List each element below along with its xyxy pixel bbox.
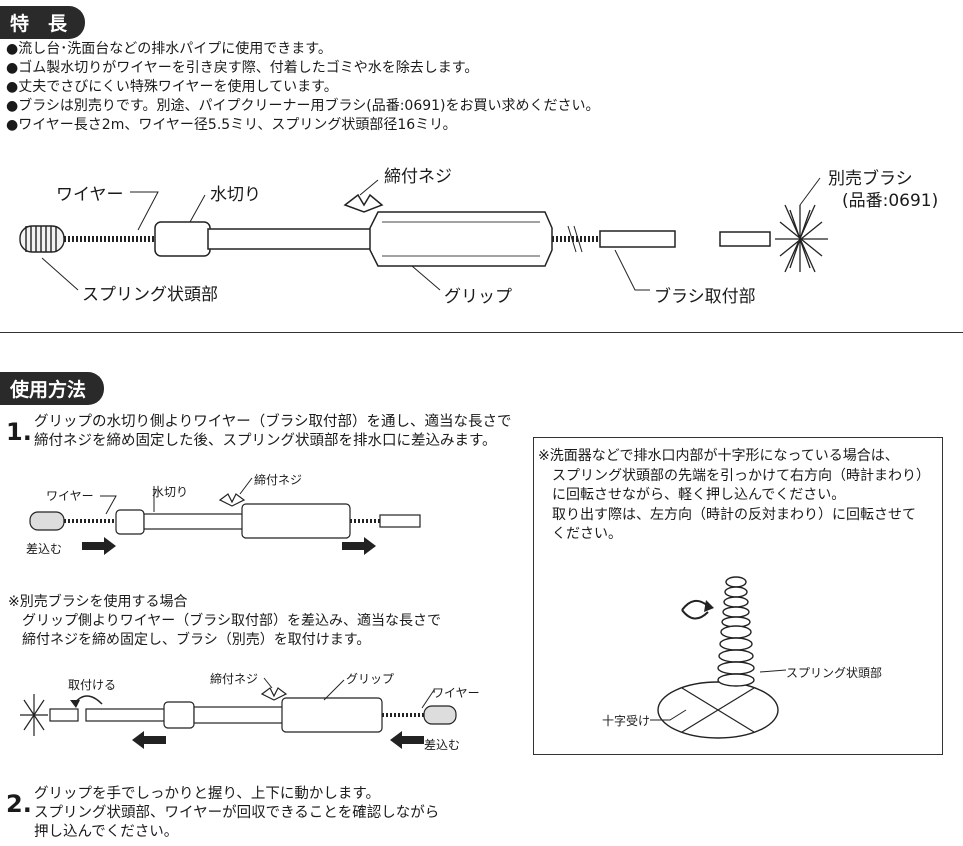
label-brush-mount: ブラシ取付部 xyxy=(654,287,756,307)
label-brush-sold: 別売ブラシ xyxy=(828,169,913,189)
brush-case-label-insert: 差込む xyxy=(424,738,461,752)
feature-item: ●ワイヤー長さ2m、ワイヤー径5.5ミリ、スプリング状頭部径16ミリ。 xyxy=(6,117,457,133)
spring-coil-illustration xyxy=(717,576,755,687)
step2-line: グリップを手でしっかりと握り、上下に動かします。 xyxy=(34,786,380,802)
brush-case-diagram xyxy=(20,677,457,749)
note-text: ※洗面器などで排水口内部が十字形になっている場合は、 スプリング状頭部の先端を引… xyxy=(538,447,930,545)
step1-label-insert: 差込む xyxy=(26,542,63,556)
features-title: 特 長 xyxy=(10,13,68,35)
note-line: ください。 xyxy=(538,526,622,542)
step1-label-screw: 締付ネジ xyxy=(254,473,303,487)
note-line: 取り出す際は、左方向（時計の反対まわり）に回転させて xyxy=(538,506,916,523)
brush-illustration xyxy=(775,204,828,273)
features-header: 特 長 xyxy=(0,6,86,39)
brush-case-line: グリップ側よりワイヤー（ブラシ取付部）を差込み、適当な長さで xyxy=(8,613,442,629)
step2-line: スプリング状頭部、ワイヤーが回収できることを確認しながら xyxy=(34,805,440,821)
step1-line: 締付ネジを締め固定した後、スプリング状頭部を排水口に差込みます。 xyxy=(34,433,497,449)
brush-case-label-screw: 締付ネジ xyxy=(210,672,259,686)
note-line: ※洗面器などで排水口内部が十字形になっている場合は、 xyxy=(538,448,899,464)
brush-case-label-wire: ワイヤー xyxy=(432,686,480,700)
brush-case-text: ※別売ブラシを使用する場合 グリップ側よりワイヤー（ブラシ取付部）を差込み、適当… xyxy=(8,593,441,650)
note-diagram xyxy=(650,576,787,739)
step2-number: 2. xyxy=(6,790,32,818)
brush-case-label-grip: グリップ xyxy=(346,672,395,686)
step1-text: グリップの水切り側よりワイヤー（ブラシ取付部）を通し、適当な長さで 締付ネジを締… xyxy=(34,413,511,451)
brush-case-label-attach: 取付ける xyxy=(68,678,117,692)
note-line: スプリング状頭部の先端を引っかけて右方向（時計まわり） xyxy=(538,467,930,484)
note-line: に回転させながら、軽く押し込んでください。 xyxy=(538,487,846,503)
feature-item: ●流し台･洗面台などの排水パイプに使用できます。 xyxy=(6,41,332,57)
label-screw: 締付ネジ xyxy=(384,167,452,187)
step1-diagram xyxy=(29,477,421,555)
label-grip: グリップ xyxy=(444,287,512,307)
feature-item: ●丈夫でさびにくい特殊ワイヤーを使用しています。 xyxy=(6,79,338,95)
step1-label-drain-cover: 水切り xyxy=(152,485,189,499)
product-diagram xyxy=(19,177,828,291)
usage-title: 使用方法 xyxy=(10,379,87,401)
brush-case-line: 締付ネジを締め固定し、ブラシ（別売）を取付けます。 xyxy=(8,632,371,648)
feature-item: ●ゴム製水切りがワイヤーを引き戻す際、付着したゴミや水を除去します。 xyxy=(6,60,479,76)
usage-header: 使用方法 xyxy=(0,372,105,405)
note-box xyxy=(533,437,943,755)
label-spring-head: スプリング状頭部 xyxy=(82,285,218,305)
features-list: ●流し台･洗面台などの排水パイプに使用できます。 ●ゴム製水切りがワイヤーを引き… xyxy=(6,40,600,135)
note-label-spring-head: スプリング状頭部 xyxy=(786,666,883,680)
section-divider xyxy=(0,332,963,333)
label-drain-cover: 水切り xyxy=(210,185,261,205)
step1-number: 1. xyxy=(6,418,32,446)
brush-case-line: ※別売ブラシを使用する場合 xyxy=(8,594,188,610)
step1-line: グリップの水切り側よりワイヤー（ブラシ取付部）を通し、適当な長さで xyxy=(34,414,512,430)
label-wire: ワイヤー xyxy=(56,185,124,205)
step1-label-wire: ワイヤー xyxy=(46,489,94,503)
step2-text: グリップを手でしっかりと握り、上下に動かします。 スプリング状頭部、ワイヤーが回… xyxy=(34,785,439,842)
step2-line: 押し込んでください。 xyxy=(34,824,179,840)
label-brush-code: (品番:0691) xyxy=(842,191,939,211)
spring-head-illustration xyxy=(19,225,65,253)
feature-item: ●ブラシは別売りです。別途、パイプクリーナー用ブラシ(品番:0691)をお買い求… xyxy=(6,98,600,114)
note-label-cross-plate: 十字受け xyxy=(602,714,651,728)
